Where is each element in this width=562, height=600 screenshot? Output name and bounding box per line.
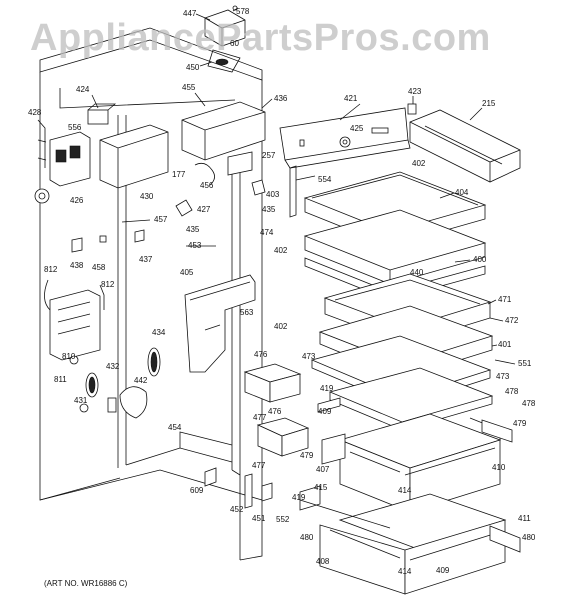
part-label: 408: [316, 557, 330, 566]
shelf-rail: [289, 165, 316, 218]
part-label: 811: [54, 375, 67, 384]
part-label: 414: [398, 486, 412, 495]
part-label: 455: [182, 83, 196, 92]
part-label: 563: [240, 308, 254, 317]
part-labels: 447 578 60 450 424 455 436 421 423 215 4…: [28, 7, 536, 576]
part-label: 401: [498, 340, 512, 349]
part-label: 402: [274, 246, 288, 255]
thermostat-housing: [204, 5, 246, 73]
part-label: 436: [274, 94, 288, 103]
heater-and-fan: [69, 347, 161, 419]
part-label: 471: [498, 295, 512, 304]
part-label: 458: [92, 263, 106, 272]
dairy-bin: [409, 109, 521, 183]
part-label: 428: [28, 108, 42, 117]
part-label: 405: [180, 268, 194, 277]
evaporator-cover: [44, 279, 105, 361]
part-label: 409: [436, 566, 450, 575]
part-label: 421: [344, 94, 358, 103]
watermark-text: AppliancePartsPros.com: [30, 17, 491, 59]
part-label: 402: [274, 322, 288, 331]
part-label: 451: [252, 514, 266, 523]
control-panel: [279, 103, 417, 169]
part-label: 810: [62, 352, 76, 361]
part-label: 551: [518, 359, 532, 368]
control-box: [34, 119, 91, 204]
part-label: 478: [522, 399, 536, 408]
part-label: 410: [492, 463, 506, 472]
part-label: 438: [70, 261, 84, 270]
part-label: 556: [68, 123, 82, 132]
part-label: 427: [197, 205, 211, 214]
part-label: 554: [318, 175, 332, 184]
shelf-478: [317, 367, 494, 431]
part-label: 447: [183, 9, 197, 18]
small-parts-top: [71, 151, 266, 253]
part-label: 432: [106, 362, 120, 371]
part-label: 215: [482, 99, 496, 108]
light-housing: [87, 101, 266, 189]
part-label: 478: [505, 387, 519, 396]
part-label: 177: [172, 170, 186, 179]
part-label: 479: [513, 419, 527, 428]
part-label: 452: [230, 505, 244, 514]
part-label: 426: [70, 196, 84, 205]
part-label: 812: [44, 265, 58, 274]
part-label: 402: [412, 159, 426, 168]
part-label: 415: [314, 483, 328, 492]
part-label: 552: [276, 515, 290, 524]
part-label: 474: [260, 228, 274, 237]
crisper-drawer-upper: [321, 413, 502, 513]
part-label: 430: [140, 192, 154, 201]
part-label: 407: [316, 465, 330, 474]
part-label: 476: [254, 350, 268, 359]
part-label: 435: [186, 225, 200, 234]
part-label: 454: [168, 423, 182, 432]
part-label: 400: [473, 255, 487, 264]
part-label: 472: [505, 316, 519, 325]
part-label: 473: [302, 352, 316, 361]
part-label: 419: [292, 493, 306, 502]
art-number: (ART NO. WR16886 C): [44, 579, 128, 588]
part-label: 476: [268, 407, 282, 416]
part-label: 424: [76, 85, 90, 94]
part-label: 812: [101, 280, 115, 289]
part-label: 403: [266, 190, 280, 199]
leader-lines: [91, 7, 516, 365]
part-label: 257: [262, 151, 276, 160]
part-label: 578: [236, 7, 250, 16]
part-label: 477: [253, 413, 267, 422]
part-label: 414: [398, 567, 412, 576]
part-label: 423: [408, 87, 422, 96]
part-label: 434: [152, 328, 166, 337]
part-label: 450: [186, 63, 200, 72]
part-label: 411: [518, 514, 531, 523]
part-label: 431: [74, 396, 88, 405]
part-label: 425: [350, 124, 364, 133]
duct-bracket: [184, 274, 256, 373]
part-label: 404: [455, 188, 469, 197]
crisper-drawer-lower: [299, 419, 521, 595]
part-label: 456: [200, 181, 214, 190]
part-label: 419: [320, 384, 334, 393]
part-label: 457: [154, 215, 168, 224]
part-label: 453: [188, 241, 202, 250]
part-label: 609: [190, 486, 204, 495]
part-label: 477: [252, 461, 266, 470]
part-label: 409: [318, 407, 332, 416]
bottom-small-parts: [204, 467, 273, 509]
small-bins: [243, 363, 310, 457]
part-label: 473: [496, 372, 510, 381]
part-label: 480: [522, 533, 536, 542]
part-label: 479: [300, 451, 314, 460]
part-label: 480: [300, 533, 314, 542]
part-label: 60: [230, 39, 239, 48]
part-label: 440: [410, 268, 424, 277]
part-label: 442: [134, 376, 148, 385]
part-label: 437: [139, 255, 153, 264]
part-label: 435: [262, 205, 276, 214]
